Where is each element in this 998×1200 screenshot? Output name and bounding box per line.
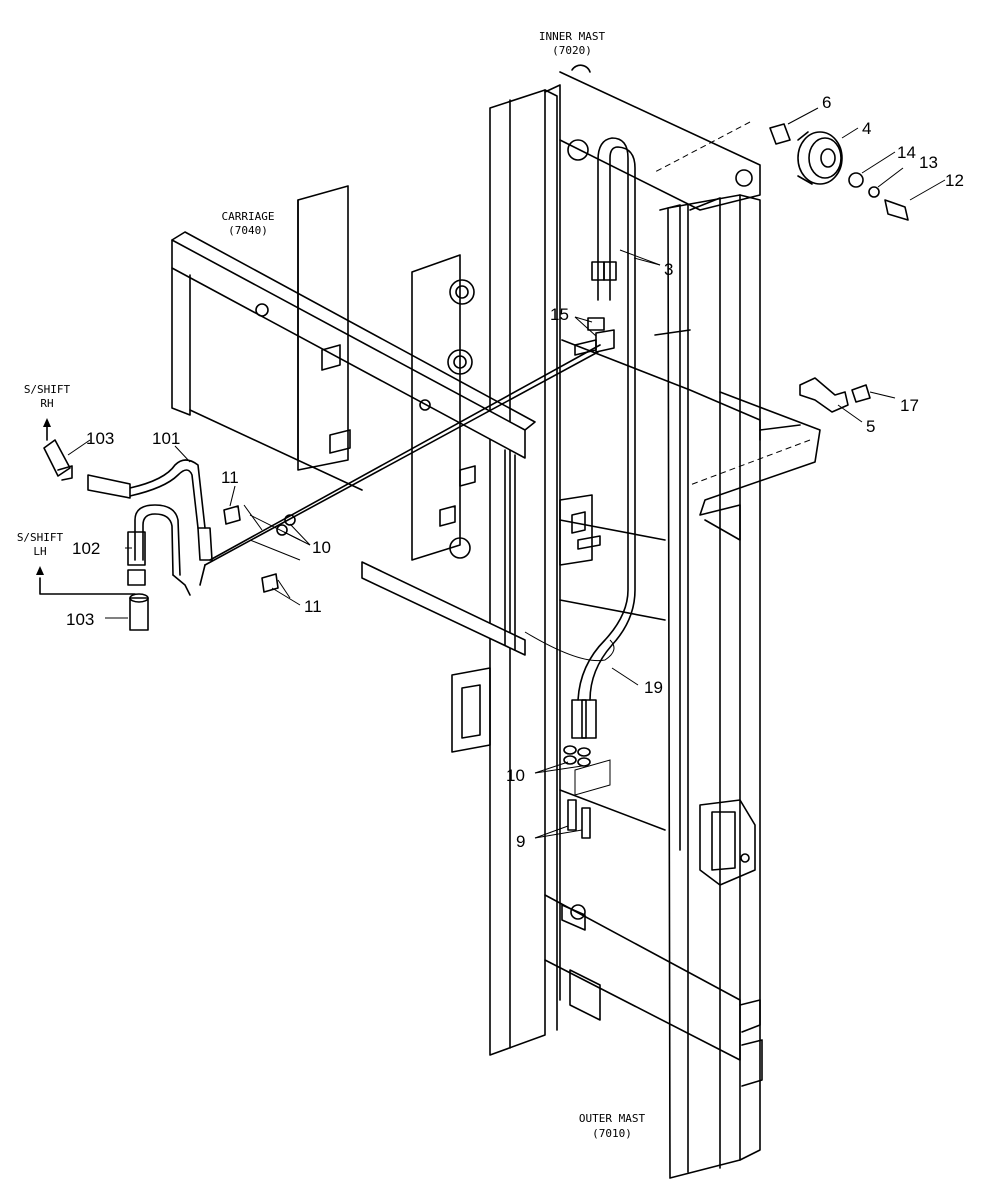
part-callouts: 6 4 14 13 12 3 15 17 5 19 10 9 10 11 11 … bbox=[66, 93, 964, 851]
callout-103-top: 103 bbox=[86, 429, 114, 448]
lift-hoses bbox=[563, 137, 636, 757]
fitting-10-upper bbox=[249, 514, 301, 561]
component-captions: INNER MAST (7020) CARRIAGE (7040) OUTER … bbox=[17, 30, 646, 1140]
callout-102: 102 bbox=[72, 539, 100, 558]
sshift-rh-side: RH bbox=[40, 397, 53, 410]
sideshift-arrows bbox=[36, 418, 136, 595]
tube-upper bbox=[209, 344, 601, 561]
inner-mast bbox=[544, 84, 821, 1001]
fitting-10-lower bbox=[563, 755, 611, 796]
bracket-5 bbox=[689, 377, 871, 486]
sideshift-hoses bbox=[43, 439, 213, 631]
inner-mast-caption: INNER MAST bbox=[539, 30, 606, 43]
carriage-code: (7040) bbox=[228, 224, 268, 237]
fitting-9 bbox=[567, 799, 591, 839]
sshift-lh-caption: S/SHIFT bbox=[17, 531, 64, 544]
callout-6: 6 bbox=[822, 93, 831, 112]
pulley-assembly bbox=[654, 121, 909, 221]
callout-4: 4 bbox=[862, 119, 871, 138]
callout-11-lower: 11 bbox=[304, 597, 322, 616]
outer-mast bbox=[451, 64, 763, 1179]
fitting-15 bbox=[574, 317, 615, 356]
callout-101: 101 bbox=[152, 429, 180, 448]
carriage bbox=[171, 185, 536, 656]
callout-15: 15 bbox=[550, 305, 569, 324]
callout-11-upper: 11 bbox=[221, 468, 239, 487]
sshift-lh-side: LH bbox=[33, 545, 46, 558]
outer-mast-caption: OUTER MAST bbox=[579, 1112, 646, 1125]
callout-10-upper: 10 bbox=[312, 538, 331, 557]
callout-13: 13 bbox=[919, 153, 938, 172]
plug-11 bbox=[223, 504, 291, 599]
inner-mast-code: (7020) bbox=[552, 44, 592, 57]
callout-17: 17 bbox=[900, 396, 919, 415]
callout-14: 14 bbox=[897, 143, 916, 162]
callout-3: 3 bbox=[664, 260, 673, 279]
callout-103-bottom: 103 bbox=[66, 610, 94, 629]
callout-9: 9 bbox=[516, 832, 525, 851]
inner-bracket bbox=[559, 494, 601, 566]
callout-10-lower: 10 bbox=[506, 766, 525, 785]
callout-5: 5 bbox=[866, 417, 875, 436]
callout-12: 12 bbox=[945, 171, 964, 190]
sshift-rh-caption: S/SHIFT bbox=[24, 383, 71, 396]
outer-mast-code: (7010) bbox=[592, 1127, 632, 1140]
hose-19 bbox=[524, 631, 615, 662]
tube-lower bbox=[204, 351, 599, 566]
callout-leaders bbox=[67, 107, 946, 839]
callout-19: 19 bbox=[644, 678, 663, 697]
carriage-caption: CARRIAGE bbox=[222, 210, 275, 223]
